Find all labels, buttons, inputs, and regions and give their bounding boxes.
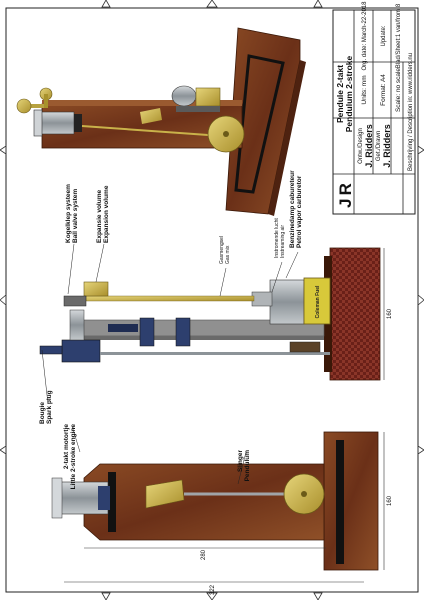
front-engine-cap — [98, 486, 110, 510]
design-label: Ontw./Design — [358, 128, 364, 164]
fuel-can-label: Coleman Fuel — [315, 285, 321, 318]
front-base — [323, 431, 379, 571]
label-expansion-en: Expansion volume — [103, 185, 110, 243]
update-text: Update: — [381, 25, 387, 46]
label-carb-en: Petrol vapor carburetor — [296, 175, 303, 248]
label-expansion-nl: Expansie volume — [96, 190, 103, 243]
carb-body — [195, 87, 221, 107]
engine-black — [74, 114, 82, 132]
label-inlet-air-nl: Instromende lucht — [274, 218, 280, 258]
scale-text: Scale: no scale — [395, 68, 402, 112]
label-pendulum-nl: Slinger — [237, 450, 244, 473]
drawn-value: J. Ridders — [382, 124, 392, 168]
side-rod — [100, 352, 330, 355]
engine-block — [39, 111, 75, 135]
valve-wheel — [16, 98, 32, 114]
label-carb-nl: Benzinedamp cabureteur — [289, 170, 296, 248]
side-engine-block — [61, 339, 101, 363]
description-text: Beschrijving / Description in: www.ridde… — [408, 53, 414, 171]
title-nl: Pendule 2-takt — [335, 65, 345, 123]
dim-height-total: 322 — [210, 584, 216, 595]
valve-stem — [20, 104, 46, 108]
base-side — [268, 60, 306, 216]
dimension-lines — [64, 248, 385, 583]
label-inlet-air-en: Instreaming air — [280, 225, 286, 258]
label-gas-mix-en: Gas mix — [225, 245, 231, 264]
pendulum-arm-top — [140, 108, 162, 124]
label-gas-mix-nl: Gasmengsel — [219, 236, 225, 264]
sheet-text: Blad/Sheet:1 van/from 8 — [396, 3, 402, 68]
pendulum-hub-top — [223, 131, 229, 137]
linkage-1 — [139, 317, 155, 347]
side-engine-cyl — [69, 309, 85, 341]
label-spark-nl: Bougie — [39, 402, 46, 424]
valve-post — [44, 94, 48, 108]
design-value: J. Ridders — [364, 124, 374, 168]
front-engine-head — [51, 477, 63, 519]
leader-lines — [41, 243, 299, 485]
linkage-2 — [175, 317, 191, 347]
side-view: Coleman Fuel — [39, 247, 381, 381]
perspective-view — [16, 27, 306, 216]
carb-housing — [269, 279, 305, 325]
spark-plug — [39, 345, 63, 355]
front-view — [51, 431, 379, 571]
side-column-edge — [80, 336, 324, 340]
label-engine-en: Little 2-stroke engine — [70, 424, 77, 490]
title-en: Pendulum 2-stroke — [344, 55, 354, 132]
gas-tube — [85, 295, 255, 302]
carb-drum — [171, 85, 197, 107]
front-column — [83, 463, 325, 541]
engine-head — [33, 109, 43, 137]
front-base-trim — [336, 440, 344, 564]
expansion-cylinder — [83, 281, 109, 297]
units-text: Units: mm — [361, 75, 368, 104]
linkage-3 — [108, 324, 138, 332]
front-pendulum-hub — [301, 491, 307, 497]
carb-base — [176, 106, 220, 112]
fuel-can — [303, 277, 331, 325]
label-engine-nl: 2-takt motortje — [63, 424, 70, 470]
bracket — [289, 341, 321, 353]
label-ball-valve-en: Ball valve system — [72, 189, 79, 243]
ball-valve-body — [63, 295, 87, 307]
title-logo: JR — [336, 180, 355, 208]
carb-inlet — [251, 291, 273, 307]
label-pendulum-en: Pendulum — [244, 450, 251, 482]
org-date-text: Org. date: March-22-2018 — [362, 1, 368, 71]
piston-rod — [81, 125, 223, 137]
label-spark-en: Spark plug — [46, 390, 53, 424]
format-text: Format: A4 — [380, 74, 387, 106]
label-ball-valve-nl: Kogelklep systeem — [65, 184, 72, 243]
dim-width-side: 160 — [387, 308, 393, 319]
dim-width-front: 160 — [387, 495, 393, 506]
column-top — [42, 100, 242, 106]
front-column-trim — [108, 472, 116, 532]
title-block: JR Ontw./Design J. Ridders Get./Drawn J.… — [332, 1, 416, 215]
side-base — [329, 247, 381, 381]
drawn-label: Get./Drawn — [376, 131, 382, 161]
dim-height-upper: 280 — [201, 549, 207, 560]
front-arm — [145, 479, 185, 509]
